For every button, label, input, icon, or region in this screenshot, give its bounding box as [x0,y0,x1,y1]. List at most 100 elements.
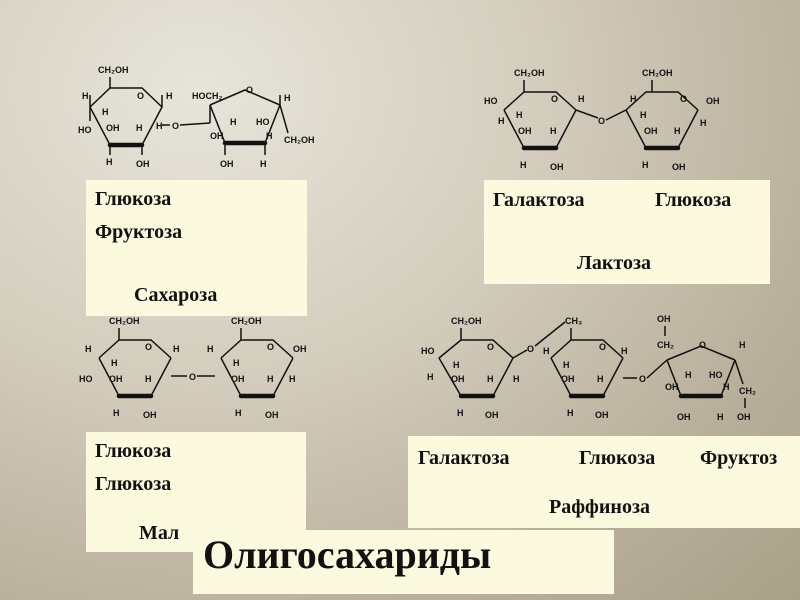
label-oh: OH [136,159,150,169]
label-h: H [207,344,214,354]
label-ho: HO [484,96,498,106]
label-oh: OH [210,131,224,141]
sucrose-box: Глюкоза Фруктоза Сахароза [86,180,307,316]
label-ch2: CH₂ [739,386,756,396]
label-h: H [498,116,505,126]
label-o: O [699,340,706,350]
maltose-name: Мал [139,522,180,544]
label-oh: OH [657,314,671,324]
label-oh: OH [265,410,279,420]
label-ch3: CH₃ [565,316,582,326]
label-o: O [487,342,494,352]
label-ch2oh: CH₂OH [109,316,140,326]
label-ho: HO [78,125,92,135]
lactose-structure: CH₂OH O HO H H OH H H OH H O CH₂OH O H H… [480,62,730,182]
label-o: O [137,91,144,101]
label-h: H [156,121,163,131]
raffinose-component-1: Галактоза [418,447,510,469]
label-h: H [453,360,460,370]
label-ho: HO [79,374,93,384]
label-h: H [597,374,604,384]
slide-title-box: Олигосахариды [193,530,614,594]
label-h: H [427,372,434,382]
label-h: H [136,123,143,133]
label-ho: HO [709,370,723,380]
label-h: H [113,408,120,418]
lactose-component-2: Глюкоза [655,189,732,211]
label-o: O [145,342,152,352]
label-oh: OH [737,412,751,422]
label-oh: OH [518,126,532,136]
label-oh: OH [672,162,686,172]
label-h: H [630,94,637,104]
label-h: H [82,91,89,101]
label-o: O [246,85,253,95]
sucrose-component-1: Глюкоза [95,188,172,210]
label-oh: OH [220,159,234,169]
label-o: O [551,94,558,104]
label-h: H [739,340,746,350]
label-ch2oh: CH₂OH [98,65,129,75]
raffinose-component-3: Фруктоз [700,447,778,469]
label-oh: OH [451,374,465,384]
label-oh: OH [231,374,245,384]
label-o: O [599,342,606,352]
label-o: O [189,372,196,382]
slide-title: Олигосахариды [203,532,492,577]
label-ch2oh: CH₂OH [231,316,262,326]
label-h: H [267,374,274,384]
label-oh: OH [106,123,120,133]
label-h: H [640,110,647,120]
label-ho: HO [256,117,270,127]
label-h: H [173,344,180,354]
label-oh: OH [706,96,720,106]
maltose-structure: CH₂OH O H HO H OH H H OH H O CH₂OH O H H… [75,312,315,430]
label-h: H [230,117,237,127]
label-o: O [680,94,687,104]
sucrose-name: Сахароза [134,284,218,306]
label-h: H [550,126,557,136]
lactose-box: Галактоза Глюкоза Лактоза [484,180,770,284]
label-ho: HO [421,346,435,356]
label-h: H [235,408,242,418]
maltose-component-1: Глюкоза [95,440,172,462]
label-h: H [567,408,574,418]
label-oh: OH [644,126,658,136]
label-h: H [723,382,730,392]
label-ch2oh: CH₂OH [642,68,673,78]
label-oh: OH [561,374,575,384]
label-h: H [233,358,240,368]
label-oh: OH [485,410,499,420]
label-h: H [520,160,527,170]
label-h: H [284,93,291,103]
label-o: O [639,374,646,384]
label-h: H [289,374,296,384]
label-o: O [172,121,179,131]
sucrose-structure: CH₂OH O H HO H OH H H OH H H O HOCH₂ O H… [70,55,340,180]
label-h: H [685,370,692,380]
label-h: H [700,118,707,128]
label-h: H [457,408,464,418]
raffinose-name: Раффиноза [549,496,650,518]
label-h: H [266,131,273,141]
label-h: H [642,160,649,170]
label-h: H [717,412,724,422]
label-oh: OH [665,382,679,392]
label-oh: OH [143,410,157,420]
lactose-component-1: Галактоза [493,189,585,211]
label-oh: OH [293,344,307,354]
label-o: O [527,344,534,354]
label-ch2oh: CH₂OH [451,316,482,326]
maltose-component-2: Глюкоза [95,473,172,495]
label-h: H [516,110,523,120]
label-h: H [578,94,585,104]
label-oh: OH [109,374,123,384]
label-h: H [85,344,92,354]
lactose-name: Лактоза [577,252,652,274]
label-o: O [267,342,274,352]
label-ch2oh: CH₂OH [284,135,315,145]
label-h: H [106,157,113,167]
label-oh: OH [677,412,691,422]
label-oh: OH [550,162,564,172]
label-h: H [621,346,628,356]
